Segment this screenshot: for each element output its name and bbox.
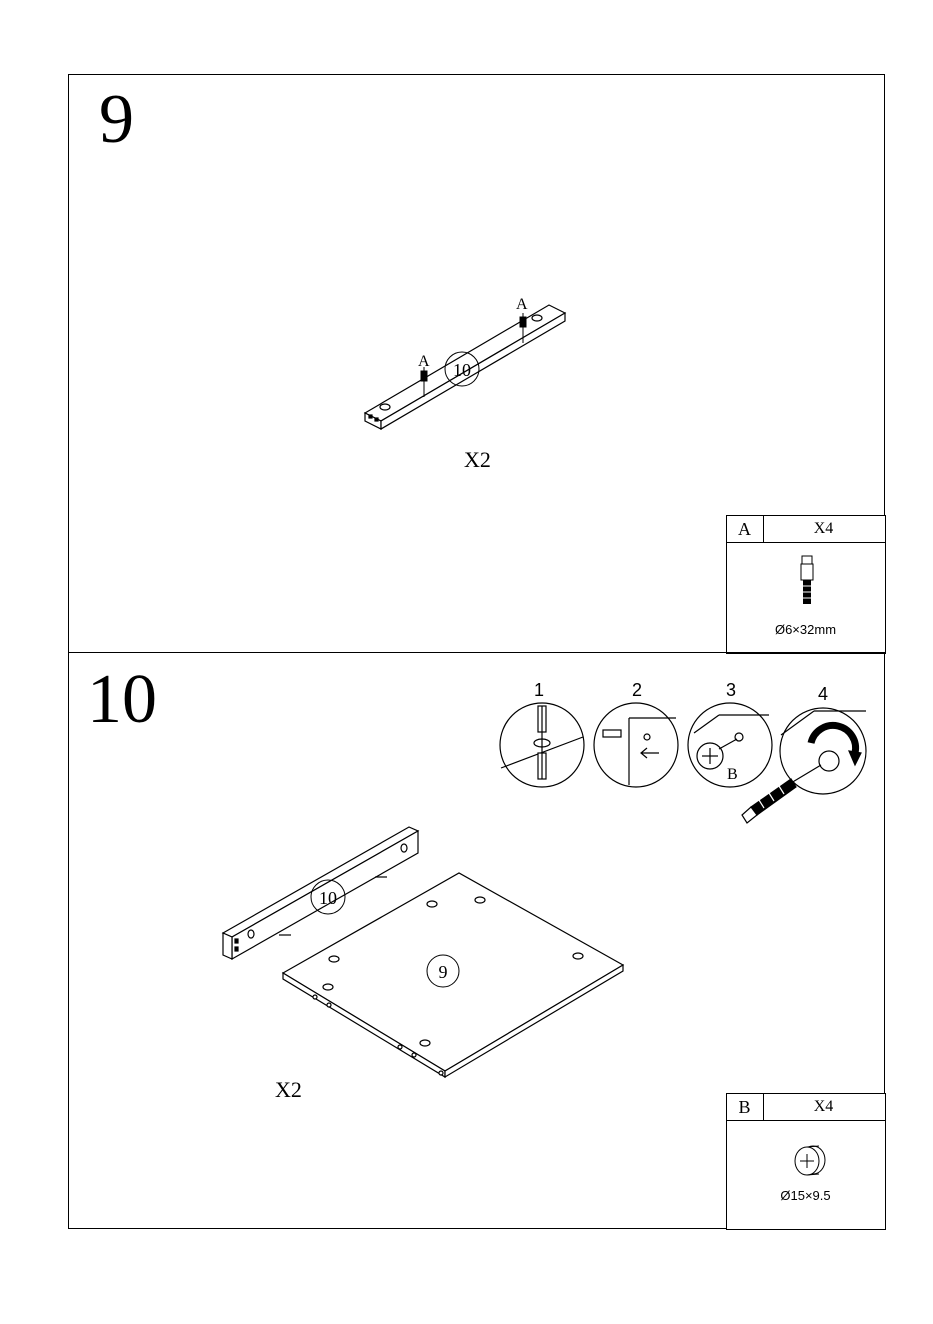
detail-circle-2 [594,703,678,787]
part-label-a-right: A [516,296,528,313]
cam-bolt-icon [727,546,887,616]
hardware-letter: B [727,1094,764,1120]
quantity-label: X2 [464,447,491,473]
part-label-a-left: A [418,353,430,370]
part-id-10: 10 [319,888,337,908]
hardware-box-b: B X4 Ø15×9.5 [726,1093,886,1230]
hardware-spec: Ø6×32mm [727,622,885,637]
part-id-10: 10 [453,360,471,380]
step-10-panel: 10 1 2 3 4 [68,652,885,1229]
part-id-9: 9 [439,962,448,982]
hardware-count: X4 [763,1094,885,1120]
detail-step-4: 4 [818,684,828,704]
detail-step-2: 2 [632,680,642,700]
detail-step-3: 3 [726,680,736,700]
hardware-box-a: A X4 Ø6×32mm [726,515,886,654]
hardware-spec: Ø15×9.5 [727,1188,885,1203]
cam-lock-icon [727,1124,887,1184]
hardware-count: X4 [763,516,885,542]
detail-step-1: 1 [534,680,544,700]
detail-label-b: B [727,766,738,783]
quantity-label: X2 [275,1077,302,1103]
detail-circle-1 [500,703,584,787]
hardware-letter: A [727,516,764,542]
step-9-panel: 9 A A 10 X2 A X4 [68,74,885,653]
screwdriver [742,765,821,823]
